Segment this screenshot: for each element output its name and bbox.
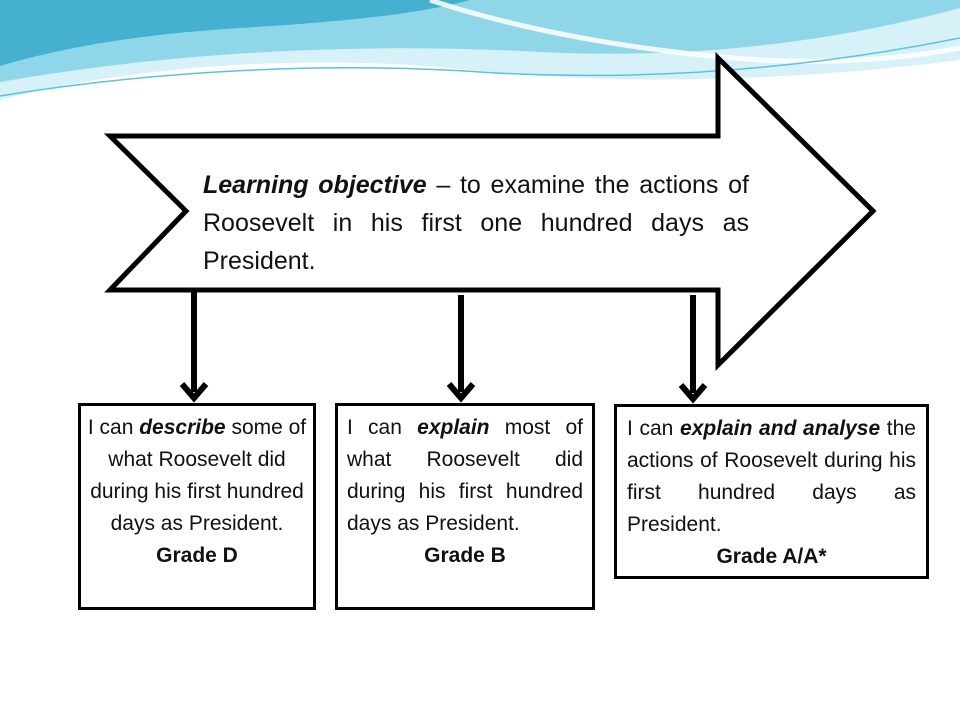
- grade-a-description: I can explain and analyse the actions of…: [627, 413, 916, 541]
- connector-grade-d: [179, 292, 209, 403]
- objective-arrow: [103, 52, 877, 372]
- wave-highlight: [429, 0, 960, 64]
- wave-deep: [0, 0, 470, 66]
- grade-d-box: I can describe some of what Roosevelt di…: [78, 403, 316, 610]
- grade-d-label: Grade D: [156, 544, 238, 567]
- grade-d-post: some of what Roosevelt did during his fi…: [90, 416, 307, 535]
- grade-b-post: most of what Roosevelt did during his fi…: [347, 416, 583, 535]
- objective-body: – to examine the actions of Roosevelt in…: [203, 171, 749, 275]
- connector-grade-a: [678, 295, 708, 404]
- grade-b-emphasis: explain: [417, 416, 490, 439]
- grade-a-box: I can explain and analyse the actions of…: [614, 404, 929, 579]
- grade-b-description: I can explain most of what Roosevelt did…: [347, 412, 583, 540]
- grade-d-pre: I can: [87, 416, 140, 439]
- grade-a-emphasis: explain and analyse: [680, 417, 881, 440]
- grade-a-post: the actions of Roosevelt during his firs…: [627, 417, 916, 536]
- learning-objective-text: Learning objective – to examine the acti…: [203, 166, 749, 280]
- grade-a-pre: I can: [627, 417, 681, 440]
- grade-a-label: Grade A/A*: [716, 545, 827, 568]
- objective-lead: Learning objective: [203, 171, 427, 199]
- wave-line: [0, 37, 960, 97]
- connector-grade-b: [446, 295, 476, 403]
- grade-b-box: I can explain most of what Roosevelt did…: [335, 403, 595, 610]
- grade-b-pre: I can: [347, 416, 418, 439]
- grade-d-description: I can describe some of what Roosevelt di…: [88, 416, 306, 535]
- grade-d-emphasis: describe: [139, 416, 226, 439]
- grade-b-label: Grade B: [424, 544, 506, 567]
